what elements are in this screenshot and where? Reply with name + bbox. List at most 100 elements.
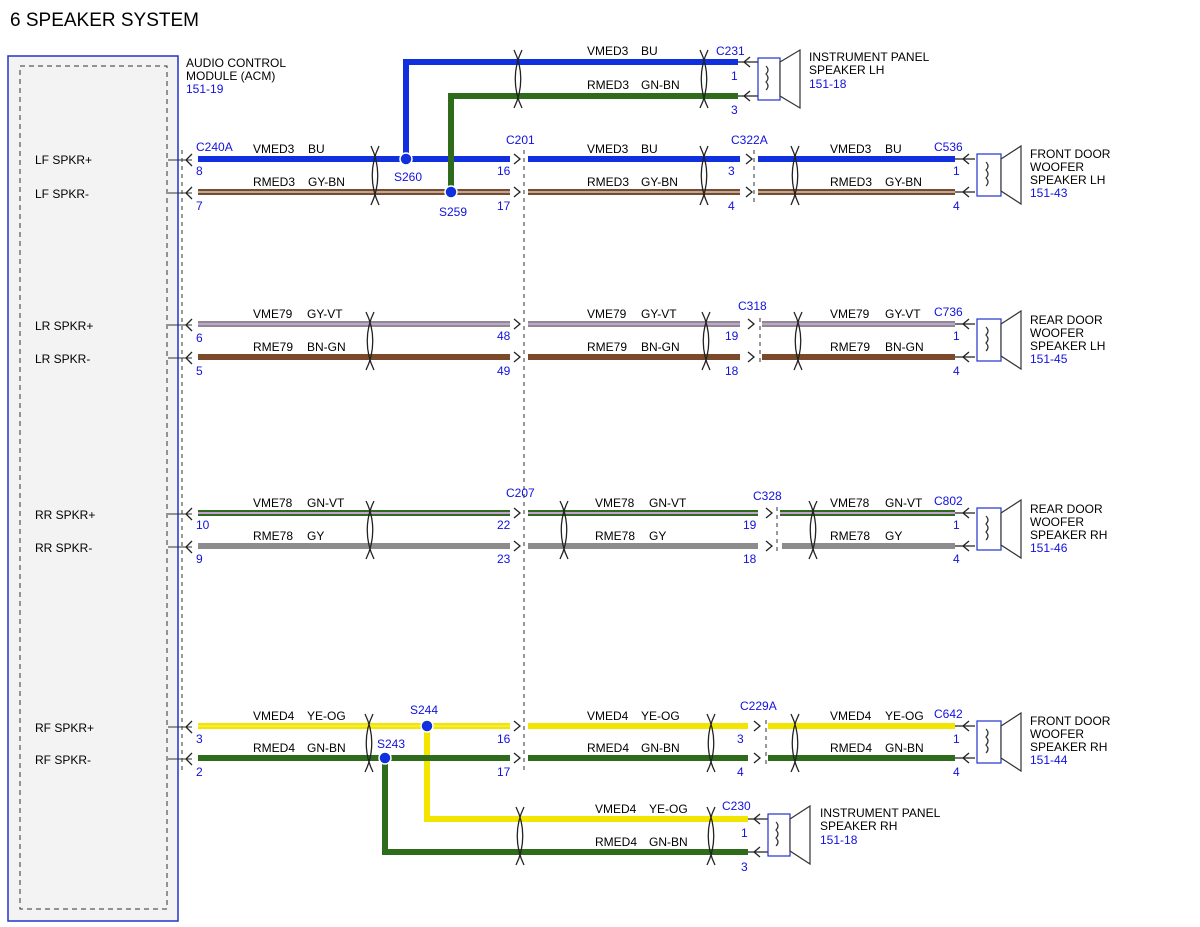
circuit-label: VMED4 bbox=[253, 709, 295, 723]
pin-number: 19 bbox=[743, 518, 757, 532]
connector-c736: C736 bbox=[934, 305, 963, 319]
color-label: BN-GN bbox=[641, 340, 680, 354]
connector-c642: C642 bbox=[934, 707, 963, 721]
speaker-rd-rh-line2: WOOFER bbox=[1030, 515, 1084, 529]
wire-rf-neg[interactable] bbox=[198, 755, 955, 855]
pin-number: 4 bbox=[953, 765, 960, 779]
pin-number: 3 bbox=[731, 103, 738, 117]
module-name-line1: AUDIO CONTROL bbox=[186, 56, 286, 70]
pin-label-rr-neg: RR SPKR- bbox=[35, 541, 92, 555]
pin-number: 1 bbox=[953, 732, 960, 746]
pin-label-rf-neg: RF SPKR- bbox=[35, 753, 91, 767]
pin-label-lr-neg: LR SPKR- bbox=[35, 352, 90, 366]
speaker-rd-lh-icon[interactable] bbox=[976, 309, 1022, 371]
pin-number: 19 bbox=[725, 329, 739, 343]
circuit-label: RMED4 bbox=[253, 741, 295, 755]
speaker-ip-rh-icon[interactable] bbox=[767, 804, 811, 866]
speaker-ip-rh-ref: 151-18 bbox=[820, 833, 858, 847]
circuit-label: VMED4 bbox=[595, 802, 637, 816]
pin-number: 7 bbox=[196, 199, 203, 213]
speaker-rd-lh-ref: 151-45 bbox=[1030, 352, 1068, 366]
speaker-ip-lh-icon[interactable] bbox=[757, 48, 801, 110]
pin-number: 6 bbox=[196, 331, 203, 345]
pin-number: 1 bbox=[731, 69, 738, 83]
speaker-rd-lh-line3: SPEAKER LH bbox=[1030, 339, 1105, 353]
color-label: GN-VT bbox=[649, 496, 687, 510]
pin-number: 4 bbox=[728, 199, 735, 213]
color-label: YE-OG bbox=[307, 709, 346, 723]
pin-number: 18 bbox=[743, 552, 757, 566]
pin-number: 1 bbox=[953, 329, 960, 343]
speaker-ip-lh-ref: 151-18 bbox=[809, 77, 847, 91]
pin-label-lf-pos: LF SPKR+ bbox=[35, 153, 92, 167]
color-label: YE-OG bbox=[885, 709, 924, 723]
pin-number: 4 bbox=[953, 552, 960, 566]
color-label: YE-OG bbox=[641, 709, 680, 723]
speaker-fd-lh-line3: SPEAKER LH bbox=[1030, 173, 1105, 187]
speaker-ip-rh-line2: SPEAKER RH bbox=[820, 819, 897, 833]
splice-s244: S244 bbox=[410, 703, 438, 717]
connector-c230: C230 bbox=[722, 799, 751, 813]
pin-number: 4 bbox=[953, 199, 960, 213]
splice-dots bbox=[378, 152, 458, 765]
speaker-fd-lh-line2: WOOFER bbox=[1030, 160, 1084, 174]
color-label: BN-GN bbox=[307, 340, 346, 354]
module-ref: 151-19 bbox=[186, 82, 224, 96]
pin-number: 4 bbox=[737, 765, 744, 779]
speaker-fd-rh-ref: 151-44 bbox=[1030, 753, 1068, 767]
speaker-fd-lh-icon[interactable] bbox=[976, 144, 1022, 206]
speaker-ip-lh-line1: INSTRUMENT PANEL bbox=[809, 50, 930, 64]
pin-number: 22 bbox=[497, 518, 511, 532]
circuit-label: RME78 bbox=[595, 529, 635, 543]
speaker-rd-lh-line2: WOOFER bbox=[1030, 326, 1084, 340]
circuit-label: VMED3 bbox=[830, 142, 872, 156]
connector-dashed-lines bbox=[181, 150, 778, 770]
color-label: GN-BN bbox=[649, 835, 688, 849]
diagram-title: 6 SPEAKER SYSTEM bbox=[10, 10, 199, 31]
pin-number: 4 bbox=[953, 364, 960, 378]
connector-c322a: C322A bbox=[731, 133, 768, 147]
connector-c201: C201 bbox=[506, 133, 535, 147]
circuit-label: VME79 bbox=[253, 307, 293, 321]
wire-lf-neg[interactable] bbox=[198, 93, 955, 195]
speaker-fd-rh-line3: SPEAKER RH bbox=[1030, 740, 1107, 754]
pin-label-lr-pos: LR SPKR+ bbox=[35, 319, 93, 333]
color-label: GN-BN bbox=[885, 741, 924, 755]
circuit-label: RME79 bbox=[830, 340, 870, 354]
color-label: GY bbox=[885, 529, 902, 543]
speaker-fd-lh-line1: FRONT DOOR bbox=[1030, 147, 1111, 161]
pin-number: 9 bbox=[196, 552, 203, 566]
connector-c207: C207 bbox=[506, 486, 535, 500]
speaker-rd-lh-line1: REAR DOOR bbox=[1030, 313, 1103, 327]
pin-label-rf-pos: RF SPKR+ bbox=[35, 721, 94, 735]
circuit-label: RMED3 bbox=[253, 175, 295, 189]
speaker-ip-lh-line2: SPEAKER LH bbox=[809, 63, 884, 77]
pin-number: 8 bbox=[196, 164, 203, 178]
connector-c229a: C229A bbox=[740, 699, 777, 713]
circuit-label: VME78 bbox=[253, 496, 293, 510]
color-label: GY bbox=[649, 529, 666, 543]
speaker-fd-rh-line2: WOOFER bbox=[1030, 727, 1084, 741]
circuit-label: RME78 bbox=[253, 529, 293, 543]
circuit-label: VME79 bbox=[830, 307, 870, 321]
color-label: BU bbox=[885, 142, 902, 156]
pin-number: 1 bbox=[953, 164, 960, 178]
connector-c318: C318 bbox=[738, 299, 767, 313]
color-label: GN-VT bbox=[885, 496, 923, 510]
pin-number: 48 bbox=[497, 329, 511, 343]
pin-number: 18 bbox=[725, 364, 739, 378]
terminal-marks bbox=[185, 56, 975, 858]
circuit-label: VME78 bbox=[595, 496, 635, 510]
pin-number: 23 bbox=[497, 552, 511, 566]
connector-c802: C802 bbox=[934, 494, 963, 508]
module-pin-stubs bbox=[168, 159, 192, 760]
speaker-fd-rh-icon[interactable] bbox=[976, 711, 1022, 773]
pin-number: 49 bbox=[497, 364, 511, 378]
pin-number: 3 bbox=[737, 732, 744, 746]
audio-control-module[interactable] bbox=[7, 55, 179, 922]
connector-c536: C536 bbox=[934, 140, 963, 154]
speaker-rd-rh-icon[interactable] bbox=[976, 498, 1022, 560]
pin-number: 17 bbox=[497, 765, 511, 779]
connector-c231: C231 bbox=[716, 44, 745, 58]
connector-c240a: C240A bbox=[196, 140, 233, 154]
